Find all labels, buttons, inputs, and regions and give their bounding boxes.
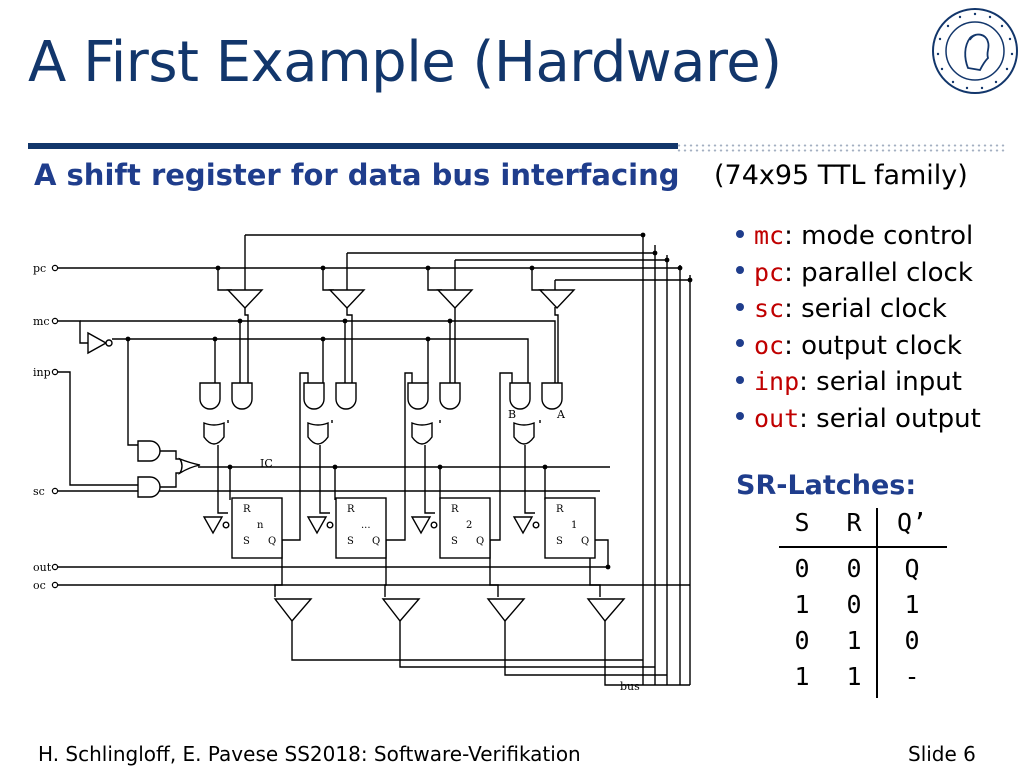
input-label-sc: sc [33,485,45,498]
ff-s-label: S [451,536,458,547]
bullet-dot-icon [736,412,744,420]
gate-label-b: B [508,408,516,421]
gate-label-a: A [556,408,566,421]
table-divider [876,508,878,698]
legend-text: : mode control [784,221,974,251]
ff-q-label: Q [268,536,276,547]
table-cell: - [904,662,920,691]
table-cell: 0 [846,590,862,619]
table-header: S [794,508,810,537]
legend-code: oc [754,330,785,360]
table-cell: 1 [846,626,862,655]
ff-q-label: Q [476,536,484,547]
family-note: (74x95 TTL family) [714,160,968,191]
output-buffers [273,598,626,623]
ff-s-label: S [347,536,354,547]
table-header: Q’ [897,508,928,537]
ff-index-label: n [257,520,264,531]
bullet-dot-icon [736,339,744,347]
legend-text: : serial clock [784,294,947,324]
legend-item: inp: serial input [736,364,981,401]
schematic-wires [55,234,691,686]
and-gates [137,382,563,498]
ff-q-label: Q [372,536,380,547]
ff-index-label: 1 [571,520,577,531]
sr-flipflops [231,497,596,559]
table-cell: 0 [904,626,920,655]
legend-code: inp [754,367,800,396]
legend-text: : parallel clock [784,257,973,288]
legend-code: mc [754,221,785,250]
input-label-oc: oc [33,579,46,592]
schematic-junctions [125,232,693,570]
or-gates [178,421,535,475]
bullet-dot-icon [736,266,744,274]
slide-title: A First Example (Hardware) [28,30,782,95]
input-label-out: out [33,561,52,574]
mc-inverter [87,331,113,355]
input-label-mc: mc [33,315,50,328]
legend-item: sc: serial clock [736,291,981,328]
legend-code: pc [754,257,785,287]
ff-s-label: S [556,536,563,547]
slide-number: Slide 6 [908,742,976,766]
sr-latches-heading: SR-Latches: [736,470,917,501]
ff-r-label: R [556,504,564,515]
legend-item: oc: output clock [736,328,981,365]
ff-r-label: R [451,504,459,515]
table-cell: 0 [794,626,810,655]
table-cell: 1 [846,662,862,691]
subtitle: A shift register for data bus interfacin… [34,158,680,192]
input-label-pc: pc [33,262,46,275]
university-seal-icon [932,8,1018,94]
footer-credit: H. Schlingloff, E. Pavese SS2018: Softwa… [38,742,581,766]
bus-label: bus [620,680,640,693]
ff-q-label: Q [581,536,589,547]
input-labels: pc mc inp sc out oc [33,262,52,592]
ff-index-label: 2 [466,520,472,531]
flipflop-labels: R S Q n R S Q ... R S Q 2 R S Q 1 [243,504,589,547]
table-cell: 1 [794,590,810,619]
table-cell: 1 [794,662,810,691]
table-cell: Q [904,554,920,583]
legend-code: sc [754,294,785,323]
bullet-dot-icon [736,302,744,311]
title-rule-dotted [676,143,1006,153]
ff-s-label: S [243,536,250,547]
title-rule [28,143,678,149]
ff-r-label: R [243,504,251,515]
table-header: R [846,508,862,537]
bullet-dot-icon [736,229,744,238]
legend-item: mc: mode control [736,218,981,255]
ff-index-label: ... [361,520,371,531]
table-cell: 0 [794,554,810,583]
input-terminals [51,264,59,589]
legend-code: out [754,403,800,433]
legend-text: : serial output [799,403,981,434]
table-divider [779,546,947,548]
input-label-inp: inp [33,366,51,379]
legend-item: pc: parallel clock [736,255,981,292]
signal-legend: mc: mode control pc: parallel clock sc: … [736,218,981,437]
ic-label: IC [260,457,273,470]
top-buffers [226,289,576,310]
legend-text: : serial input [799,367,962,397]
legend-item: out: serial output [736,401,981,438]
table-cell: 1 [904,590,920,619]
shift-register-schematic: pc mc inp sc out oc [33,232,693,693]
legend-text: : output clock [784,330,962,361]
ff-inverters [202,516,540,535]
table-cell: 0 [846,554,862,583]
bullet-dot-icon [736,375,744,384]
ff-r-label: R [347,504,355,515]
sr-truth-table: S R Q’ 0 0 Q 1 0 1 0 1 0 1 1 - [779,508,947,698]
